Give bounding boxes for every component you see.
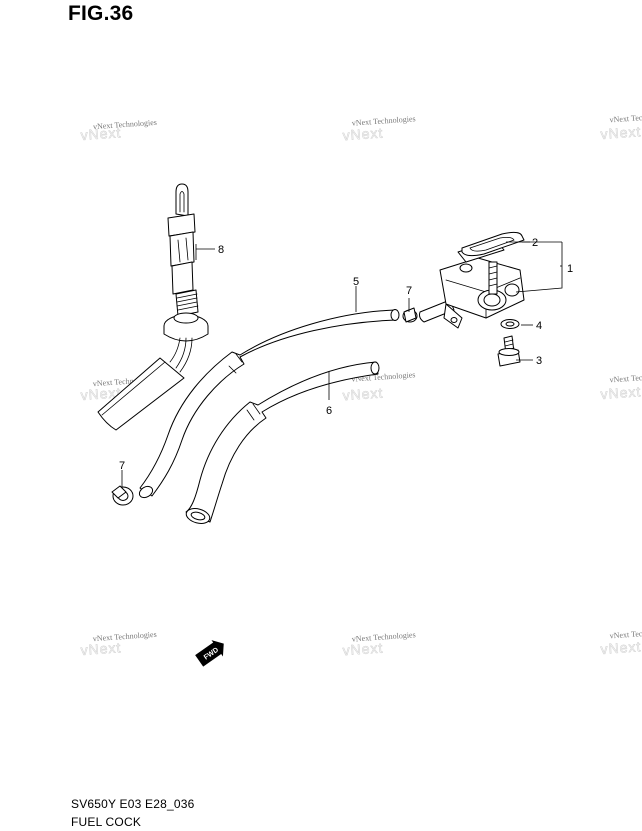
watermark-text: vNext Technologies <box>609 111 642 124</box>
watermark-text: vNext Technologies <box>609 371 642 384</box>
watermark-top-right: vNext vNext Technologies <box>600 111 642 142</box>
fuel-hose-part-5 <box>138 309 400 499</box>
svg-text:vNext: vNext <box>342 640 384 659</box>
bolt-part <box>497 335 521 367</box>
hose-clip-lower <box>111 485 134 506</box>
callout-6: 6 <box>326 405 332 417</box>
callout-labels: 1 2 3 4 5 6 7 7 8 <box>119 237 573 472</box>
svg-text:vNext: vNext <box>80 639 122 658</box>
leader-lines <box>121 241 563 488</box>
watermark-group: vNext vNext Technologies vNext vNext Tec… <box>80 111 642 659</box>
watermark-bottom-right: vNext vNext Technologies <box>600 627 642 657</box>
svg-text:vNext: vNext <box>80 124 122 143</box>
svg-text:vNext: vNext <box>80 384 122 403</box>
svg-text:vNext: vNext <box>342 385 384 404</box>
callout-2: 2 <box>532 237 538 249</box>
svg-text:vNext: vNext <box>600 123 642 142</box>
svg-text:vNext: vNext <box>600 638 642 657</box>
hose-clip-upper <box>402 307 418 323</box>
watermark-text: vNext Technologies <box>351 114 415 127</box>
washer-part <box>500 319 520 329</box>
watermark-bottom-left: vNext vNext Technologies <box>80 630 157 659</box>
leader-1 <box>515 242 563 293</box>
callout-7-lower: 7 <box>119 460 125 472</box>
figure-title: FIG.36 <box>68 2 134 25</box>
callout-7-upper: 7 <box>406 285 412 297</box>
model-code-label: SV650Y E03 E28_036 <box>71 797 195 811</box>
watermark-mid-center: vNext vNext Technologies <box>342 370 416 404</box>
watermark-text: vNext Technologies <box>609 627 642 640</box>
watermark-text: vNext Technologies <box>93 630 157 643</box>
callout-8: 8 <box>218 244 224 256</box>
fuel-level-gauge-part <box>97 183 209 431</box>
fwd-direction-badge: FWD <box>195 640 224 667</box>
watermark-mid-right: vNext vNext Technologies <box>600 371 642 402</box>
watermark-bottom-center: vNext vNext Technologies <box>342 630 416 659</box>
callout-5: 5 <box>353 276 359 288</box>
callout-3: 3 <box>536 355 542 367</box>
svg-text:vNext: vNext <box>600 383 642 402</box>
gasket-part <box>461 231 525 257</box>
watermark-top-left: vNext vNext Technologies <box>80 118 157 144</box>
watermark-text: vNext Technologies <box>352 630 416 643</box>
watermark-text: vNext Technologies <box>93 118 157 131</box>
fuel-hose-part-6 <box>185 361 380 524</box>
callout-4: 4 <box>536 320 542 332</box>
section-name-label: FUEL COCK <box>71 815 142 829</box>
callout-1: 1 <box>567 263 573 275</box>
leader-8 <box>195 244 215 260</box>
svg-text:vNext: vNext <box>342 125 384 144</box>
watermark-top-center: vNext vNext Technologies <box>342 114 416 144</box>
